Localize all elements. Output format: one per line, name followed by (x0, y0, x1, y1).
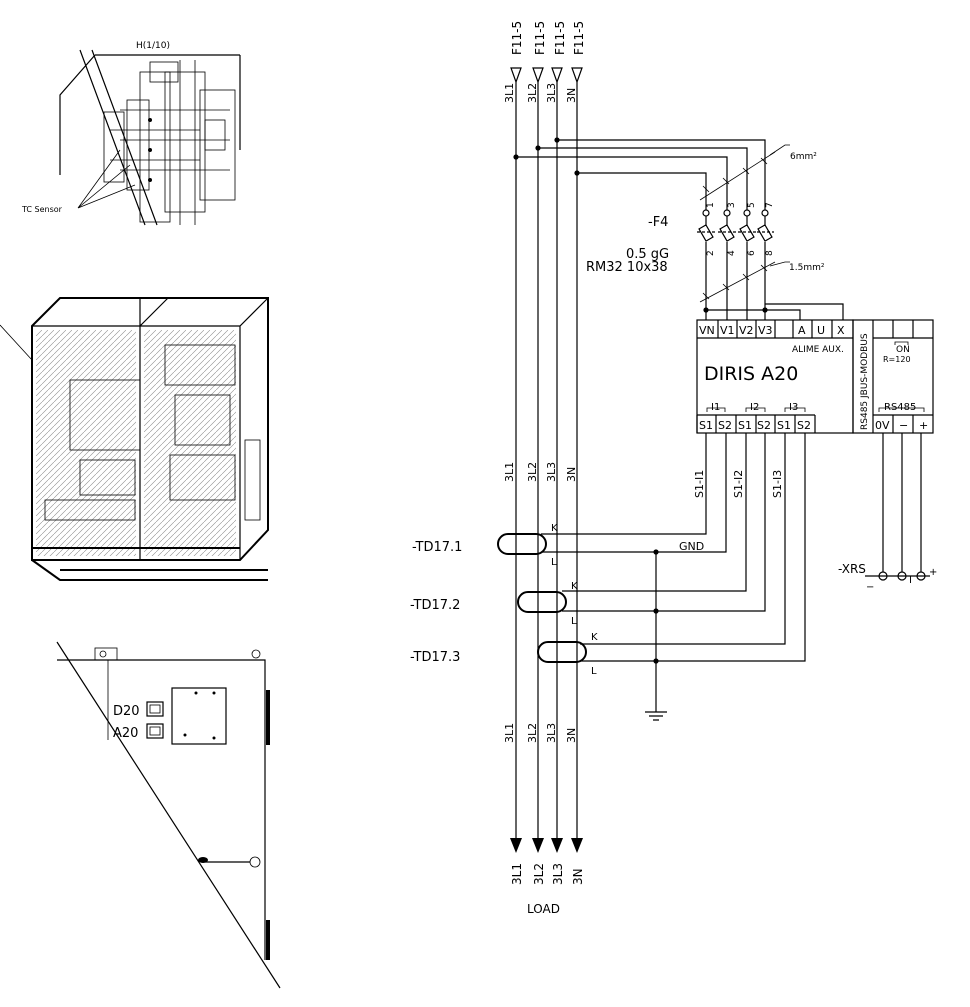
ct-k-3: K (591, 632, 598, 643)
schematic: F11-5 F11-5 F11-5 F11-5 3L1 3L2 3L3 3N (410, 21, 937, 916)
rs485-port-label: RS485 (884, 402, 916, 413)
terminal-s1-2: S1 (738, 419, 752, 432)
ground-label: GND (679, 540, 704, 553)
wire-size-large: 6mm² (790, 152, 817, 162)
terminal-0v: 0V (875, 419, 890, 432)
current-transformers: -TD17.1 -TD17.2 -TD17.3 K L K L K L (410, 523, 598, 677)
terminal-vn: VN (699, 324, 715, 337)
load-phase-n: 3N (571, 868, 585, 885)
ct-l-3: L (591, 666, 597, 677)
fuse-terminal-1: 1 (706, 202, 716, 208)
phase-label-low-n: 3N (565, 728, 578, 743)
phase-label-low-l1: 3L1 (503, 723, 516, 743)
phase-label-mid-l2: 3L2 (526, 462, 539, 482)
terminal-u: U (817, 324, 825, 337)
terminal-s1-1: S1 (699, 419, 713, 432)
rs485-module: RS485 JBUS-MODBUS ON R=120 RS485 0V − + … (838, 319, 937, 593)
ct-wire-label-1: S1-I1 (693, 470, 706, 498)
connector-pin-i: I (909, 575, 912, 586)
ct-wire-label-3: S1-I3 (771, 470, 784, 498)
phase-label-low-l2: 3L2 (526, 723, 539, 743)
phase-label-top-l2: 3L2 (526, 83, 539, 103)
fuse-rating: 0.5 gG (626, 247, 669, 262)
phase-label-mid-l3: 3L3 (545, 462, 558, 482)
ct-k-1: K (551, 523, 558, 534)
connector-pin-plus: + (929, 567, 937, 578)
phase-label-mid-n: 3N (565, 467, 578, 482)
terminal-v3: V3 (758, 324, 773, 337)
fuse-terminal-8: 8 (765, 250, 775, 256)
load-label: LOAD (527, 902, 560, 916)
switch-label: ON (896, 345, 910, 355)
terminal-a: A (798, 324, 806, 337)
fuse-terminal-3: 3 (727, 202, 737, 208)
fuse-terminal-2: 2 (706, 250, 716, 256)
door-label-a20: A20 (113, 726, 138, 741)
ct-l-2: L (571, 616, 577, 627)
terminal-s1-3: S1 (777, 419, 791, 432)
fuse-block: -F4 0.5 gG RM32 10x38 1 3 5 7 2 4 6 8 (586, 202, 825, 320)
aux-label: ALIME AUX. (792, 345, 844, 355)
ct-id-3: -TD17.3 (410, 650, 460, 665)
phase-label-low-l3: 3L3 (545, 723, 558, 743)
terminal-s2-2: S2 (757, 419, 771, 432)
meter-name: DIRIS A20 (704, 363, 798, 385)
ct-l-1: L (551, 557, 557, 568)
source-label-1: F11-5 (510, 21, 524, 55)
diris-meter: VN V1 V2 V3 A U X ALIME AUX. DIRIS A20 I… (696, 319, 854, 434)
ct-wire-label-2: S1-I2 (732, 470, 745, 498)
phase-label-top-l3: 3L3 (545, 83, 558, 103)
wire-size-small: 1.5mm² (789, 263, 825, 273)
source-labels: F11-5 F11-5 F11-5 F11-5 3L1 3L2 3L3 3N (503, 21, 586, 103)
ct-id-1: -TD17.1 (412, 540, 462, 555)
terminal-minus: − (899, 419, 908, 432)
ct-k-2: K (571, 581, 578, 592)
fuse-id: -F4 (648, 215, 668, 230)
load-phase-l1: 3L1 (510, 863, 524, 885)
terminal-s2-1: S2 (718, 419, 732, 432)
rs485-bus-label: RS485 JBUS-MODBUS (860, 333, 870, 430)
door-label-d20: D20 (113, 704, 140, 719)
resistor-label: R=120 (883, 355, 911, 364)
detail-view: H(1/10) TC Sensor (21, 41, 241, 226)
phase-label-mid-l1: 3L1 (503, 462, 516, 482)
phase-label-top-n: 3N (565, 88, 578, 103)
load-phase-l2: 3L2 (532, 863, 546, 885)
door-view: D20 A20 (56, 641, 281, 989)
terminal-x: X (837, 324, 845, 337)
detail-scale-label: H(1/10) (136, 41, 170, 51)
group-i1: I1 (711, 402, 720, 413)
source-label-4: F11-5 (572, 21, 586, 55)
phase-label-top-l1: 3L1 (503, 83, 516, 103)
ct-id-2: -TD17.2 (410, 598, 460, 613)
load-phase-l3: 3L3 (551, 863, 565, 885)
rs485-connector: -XRS (838, 562, 866, 576)
terminal-s2-3: S2 (797, 419, 811, 432)
group-i2: I2 (750, 402, 759, 413)
terminal-plus: + (919, 419, 928, 432)
terminal-v2: V2 (739, 324, 754, 337)
main-phase-lines (510, 82, 583, 853)
fuse-type: RM32 10x38 (586, 260, 668, 275)
fuse-terminal-5: 5 (747, 202, 757, 208)
group-i3: I3 (789, 402, 798, 413)
fuse-terminal-4: 4 (727, 250, 737, 256)
source-label-3: F11-5 (553, 21, 567, 55)
terminal-v1: V1 (720, 324, 735, 337)
fuse-terminal-6: 6 (747, 250, 757, 256)
source-label-2: F11-5 (533, 21, 547, 55)
connector-pin-minus: − (866, 582, 874, 593)
fuse-terminal-7: 7 (765, 202, 775, 208)
sensor-label: TC Sensor (21, 205, 63, 214)
cabinet-view (0, 297, 269, 581)
